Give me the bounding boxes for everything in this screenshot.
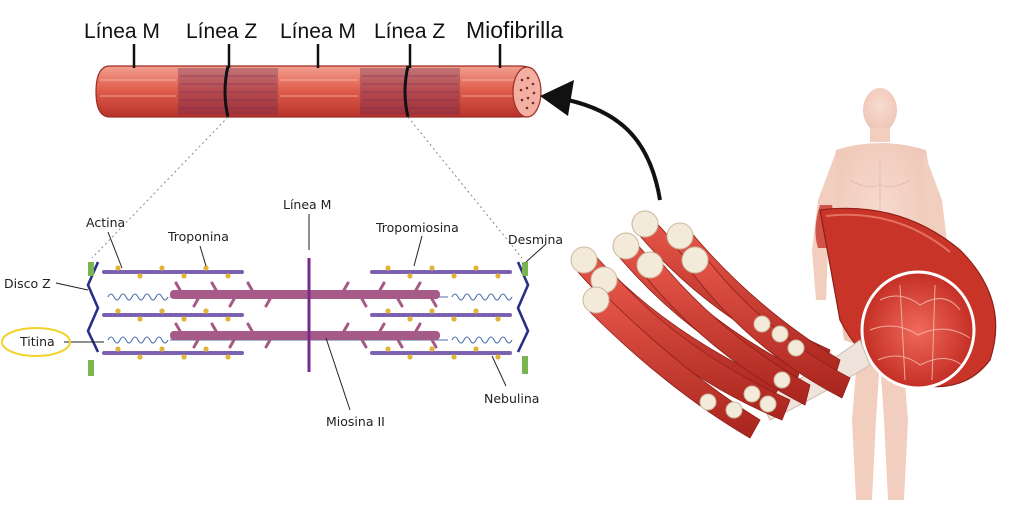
desmin-right-bottom — [522, 356, 528, 374]
label-disco-z: Disco Z — [4, 276, 51, 291]
label-miofibrilla: Miofibrilla — [466, 17, 563, 43]
myofibril-illustration — [95, 65, 542, 118]
leader-lines — [55, 214, 547, 411]
label-miosina-ii: Miosina II — [326, 414, 385, 429]
zoom-guide-lines — [91, 116, 523, 259]
label-titina: Titina — [19, 334, 55, 349]
label-nebulina: Nebulina — [484, 391, 539, 406]
top-labels: Línea M Línea Z Línea M Línea Z Miofibri… — [84, 17, 563, 68]
muscle-bundle-illustration — [570, 207, 997, 439]
desmin-left-top — [88, 262, 94, 276]
sarcomere-labels: Actina Troponina Línea M Tropomiosina De… — [1, 197, 563, 429]
titin-springs — [107, 293, 513, 344]
label-troponina: Troponina — [167, 229, 229, 244]
desmin-right-top — [522, 262, 528, 276]
label-desmina: Desmina — [508, 232, 563, 247]
label-linea-z-1: Línea Z — [186, 20, 257, 43]
label-tropomiosina: Tropomiosina — [375, 220, 459, 235]
sarcomere-diagram — [86, 258, 530, 376]
label-linea-m-1: Línea M — [84, 20, 160, 43]
curved-arrow-icon — [540, 80, 662, 201]
z-disc-left — [86, 261, 100, 353]
muscle-cross-section — [860, 270, 976, 390]
label-linea-m-2: Línea M — [280, 20, 356, 43]
myosin-thick-filaments — [170, 281, 440, 349]
thin-filaments — [102, 265, 514, 360]
z-disc-right — [516, 261, 530, 353]
label-linea-m-sarcomere: Línea M — [283, 197, 331, 212]
titina-highlight — [1, 327, 71, 357]
desmin-left-bottom — [88, 360, 94, 376]
label-linea-z-2: Línea Z — [374, 20, 445, 43]
label-actina: Actina — [86, 215, 125, 230]
